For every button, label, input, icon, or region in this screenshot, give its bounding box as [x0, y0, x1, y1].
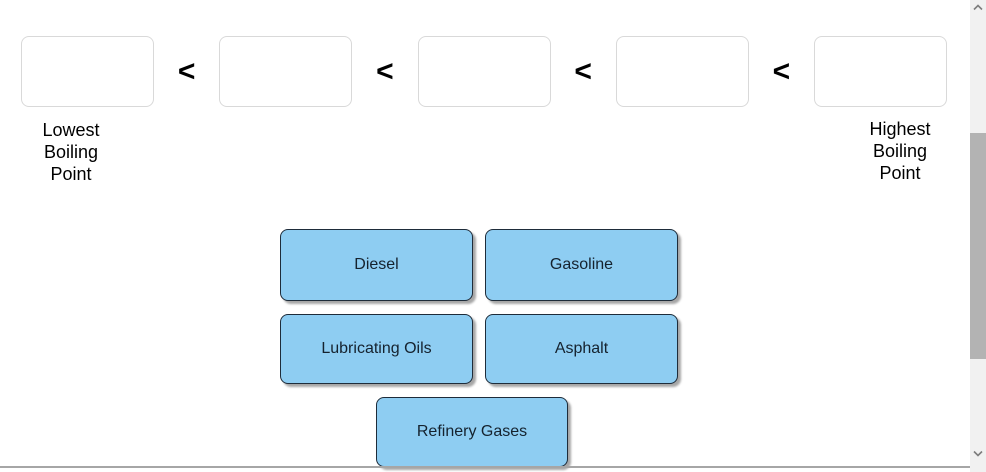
- scrollbar-thumb[interactable]: [970, 133, 986, 359]
- option-refinery-gases[interactable]: Refinery Gases: [376, 397, 568, 467]
- options-row-1: Diesel Gasoline: [280, 229, 678, 301]
- ordering-sequence: < < < <: [21, 36, 947, 107]
- drop-slot-2[interactable]: [219, 36, 353, 107]
- less-than-symbol-1: <: [177, 55, 196, 88]
- scroll-down-icon[interactable]: [973, 450, 983, 457]
- less-than-symbol-2: <: [376, 55, 394, 88]
- highest-boiling-point-label: Highest Boiling Point: [848, 118, 952, 184]
- label-line: Point: [879, 163, 921, 183]
- options-row-3: Refinery Gases: [376, 397, 568, 467]
- label-line: Point: [50, 164, 92, 184]
- drop-slot-4[interactable]: [615, 36, 749, 107]
- drop-slot-5[interactable]: [814, 36, 947, 107]
- label-line: Boiling: [872, 141, 928, 161]
- less-than-symbol-4: <: [772, 55, 791, 88]
- drop-slot-1[interactable]: [21, 36, 154, 107]
- option-diesel[interactable]: Diesel: [280, 229, 473, 301]
- lowest-boiling-point-label: Lowest Boiling Point: [19, 119, 123, 185]
- vertical-scrollbar[interactable]: [970, 0, 986, 472]
- label-line: Lowest: [42, 120, 100, 140]
- option-gasoline[interactable]: Gasoline: [485, 229, 678, 301]
- label-line: Highest: [869, 119, 931, 139]
- drop-slot-3[interactable]: [417, 36, 551, 107]
- less-than-symbol-3: <: [574, 55, 592, 88]
- label-line: Boiling: [43, 142, 99, 162]
- option-asphalt[interactable]: Asphalt: [485, 314, 678, 384]
- option-lubricating-oils[interactable]: Lubricating Oils: [280, 314, 473, 384]
- scroll-up-icon[interactable]: [973, 4, 983, 11]
- bottom-divider: [0, 466, 970, 468]
- options-row-2: Lubricating Oils Asphalt: [280, 314, 678, 384]
